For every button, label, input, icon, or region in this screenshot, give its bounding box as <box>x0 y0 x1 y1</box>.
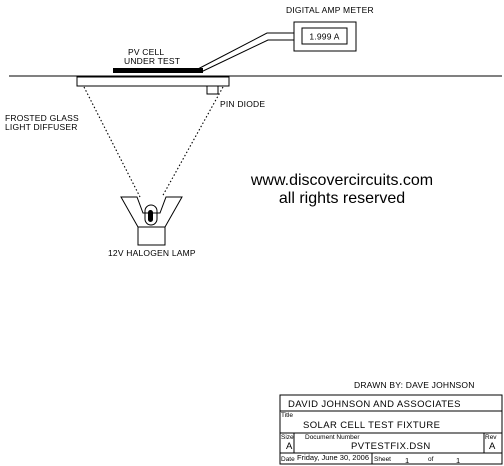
pv-cell-label-2: UNDER TEST <box>124 56 180 66</box>
title-block-date: Friday, June 30, 2006 <box>297 453 369 462</box>
title-block-of-label: of <box>428 456 434 463</box>
meter-wire-bottom <box>200 39 294 73</box>
frosted-glass-diffuser <box>76 76 230 87</box>
title-block-size: A <box>286 441 293 452</box>
title-block-rev: A <box>489 441 496 452</box>
halogen-lamp <box>120 196 183 246</box>
title-block-sheet-total: 1 <box>456 456 460 465</box>
light-cone-right <box>161 86 224 198</box>
diffuser-label-2: LIGHT DIFFUSER <box>5 122 78 132</box>
watermark-url: www.discovercircuits.com <box>250 172 433 189</box>
title-block-sheet-num: 1 <box>405 456 409 465</box>
title-block-title-label: Title <box>281 412 293 419</box>
pin-diode-label: PIN DIODE <box>220 99 265 109</box>
title-block-docnum-label: Document Number <box>305 434 360 441</box>
pv-cell <box>113 68 203 73</box>
title-block-size-label: Size <box>281 434 294 441</box>
meter-box <box>293 21 357 52</box>
title-block-rev-label: Rev <box>485 434 497 441</box>
title-block <box>279 394 503 465</box>
meter-wire-top <box>195 32 294 71</box>
pv-cell-label-1: PV CELL <box>128 47 164 57</box>
meter-title: DIGITAL AMP METER <box>286 5 374 15</box>
meter-display <box>301 27 348 45</box>
title-block-company: DAVID JOHNSON AND ASSOCIATES <box>288 399 461 410</box>
watermark-rights: all rights reserved <box>279 190 405 207</box>
title-block-sheet-label: Sheet <box>374 456 391 463</box>
drawn-by: DRAWN BY: DAVE JOHNSON <box>354 380 475 390</box>
pin-diode <box>206 85 219 95</box>
diffuser-label-1: FROSTED GLASS <box>5 113 79 123</box>
light-cone-left <box>83 86 141 198</box>
meter-reading: 1.999 A <box>309 32 339 42</box>
title-block-docnum: PVTESTFIX.DSN <box>351 441 431 452</box>
title-block-title: SOLAR CELL TEST FIXTURE <box>303 420 440 431</box>
title-block-date-label: Date <box>281 456 295 463</box>
lamp-label: 12V HALOGEN LAMP <box>108 248 196 258</box>
